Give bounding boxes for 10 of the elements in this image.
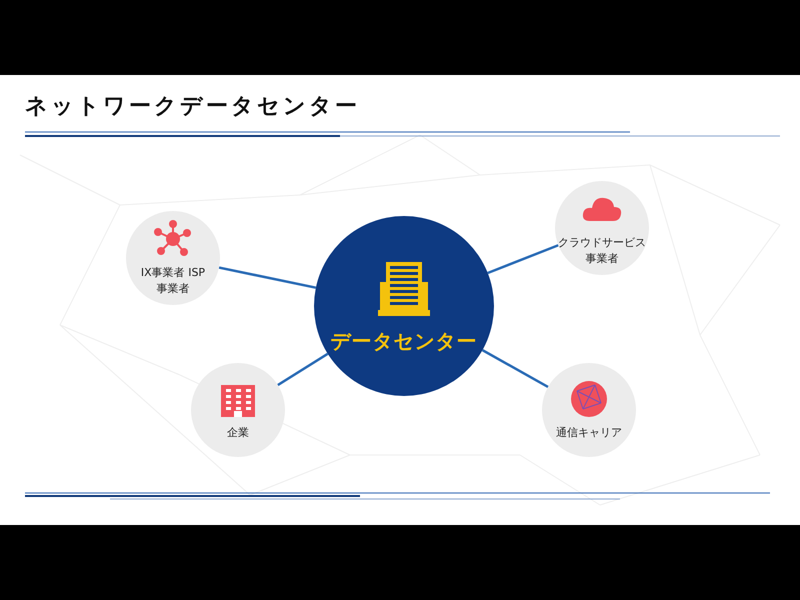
node-label: IX事業者 ISP事業者 bbox=[140, 265, 206, 297]
title: ネットワークデータセンター bbox=[25, 93, 360, 121]
node-label: クラウドサービス事業者 bbox=[558, 235, 646, 267]
node-label: データセンター bbox=[330, 328, 478, 354]
connector-line bbox=[482, 349, 549, 388]
connector-line bbox=[218, 266, 316, 289]
node-label: 通信キャリア bbox=[555, 425, 623, 441]
connector-line bbox=[487, 244, 559, 274]
node-label: 企業 bbox=[226, 425, 250, 441]
connector-line bbox=[277, 352, 328, 386]
